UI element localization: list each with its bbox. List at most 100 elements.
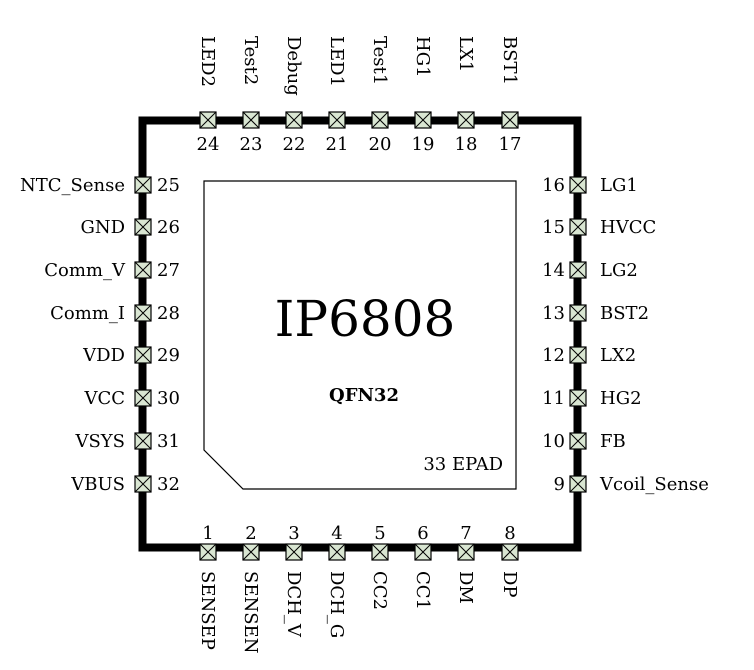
exposed-pad-outline xyxy=(203,180,517,490)
pin-pad-20 xyxy=(371,111,389,129)
pin-number-16: 16 xyxy=(542,175,565,196)
pin-number-1: 1 xyxy=(202,523,213,544)
pin-label-20: Test1 xyxy=(369,36,390,85)
pin-label-9: Vcoil_Sense xyxy=(599,474,709,495)
pin-pad-32 xyxy=(134,475,152,493)
pin-label-26: GND xyxy=(80,217,125,238)
pin-pad-9 xyxy=(569,475,587,493)
pin-pad-27 xyxy=(134,261,152,279)
pin-pad-21 xyxy=(328,111,346,129)
pin-number-11: 11 xyxy=(542,388,565,409)
pin-pad-31 xyxy=(134,432,152,450)
pin-label-22: Debug xyxy=(283,36,304,96)
pin-number-6: 6 xyxy=(417,523,428,544)
pin-label-6: CC1 xyxy=(412,571,433,610)
pin-number-19: 19 xyxy=(412,134,435,155)
pin-pad-12 xyxy=(569,346,587,364)
pin-number-32: 32 xyxy=(157,474,180,495)
pin-number-3: 3 xyxy=(288,523,299,544)
pin-number-26: 26 xyxy=(157,217,180,238)
pin-label-3: DCH_V xyxy=(283,571,304,638)
pin-label-27: Comm_V xyxy=(44,260,126,281)
pin-number-8: 8 xyxy=(504,523,515,544)
pin-label-23: Test2 xyxy=(240,36,261,85)
pin-number-13: 13 xyxy=(542,303,565,324)
pin-pad-6 xyxy=(414,543,432,561)
pin-pad-24 xyxy=(199,111,217,129)
pin-label-31: VSYS xyxy=(74,431,125,452)
package-outline xyxy=(138,116,582,552)
pin-number-5: 5 xyxy=(374,523,385,544)
pin-number-30: 30 xyxy=(157,388,180,409)
pin-number-12: 12 xyxy=(542,345,565,366)
pin-label-28: Comm_I xyxy=(50,303,125,324)
pin-pad-2 xyxy=(242,543,260,561)
pin-number-29: 29 xyxy=(157,345,180,366)
pin-pad-28 xyxy=(134,304,152,322)
pin-pad-19 xyxy=(414,111,432,129)
pin-label-18: LX1 xyxy=(455,36,476,72)
pin-label-10: FB xyxy=(600,431,626,452)
pin-pad-17 xyxy=(501,111,519,129)
pin-label-1: SENSEP xyxy=(197,571,218,650)
pin-number-10: 10 xyxy=(542,431,565,452)
pin-label-4: DCH_G xyxy=(326,571,347,638)
pin-pad-4 xyxy=(328,543,346,561)
pin-label-13: BST2 xyxy=(600,303,649,324)
pin-label-16: LG1 xyxy=(600,175,638,196)
pin-label-7: DM xyxy=(455,571,476,604)
pin-label-12: LX2 xyxy=(600,345,636,366)
pin-number-24: 24 xyxy=(197,134,220,155)
pin-label-5: CC2 xyxy=(369,571,390,610)
pin-pad-11 xyxy=(569,389,587,407)
pin-number-22: 22 xyxy=(283,134,306,155)
pin-number-25: 25 xyxy=(157,175,180,196)
pin-pad-10 xyxy=(569,432,587,450)
pin-number-23: 23 xyxy=(240,134,263,155)
pin-label-30: VCC xyxy=(83,388,125,409)
pin-label-14: LG2 xyxy=(600,260,638,281)
pin-label-19: HG1 xyxy=(412,36,433,78)
epad-label: 33 EPAD xyxy=(423,454,503,475)
pin-number-21: 21 xyxy=(326,134,349,155)
pin-pad-14 xyxy=(569,261,587,279)
pin-pad-13 xyxy=(569,304,587,322)
pin-number-18: 18 xyxy=(455,134,478,155)
pin-pad-23 xyxy=(242,111,260,129)
pin-number-9: 9 xyxy=(554,474,565,495)
pin-label-15: HVCC xyxy=(600,217,656,238)
pin-pad-29 xyxy=(134,346,152,364)
chip-package: QFN32 xyxy=(329,385,399,406)
pin-label-11: HG2 xyxy=(600,388,642,409)
pin-pad-8 xyxy=(501,543,519,561)
pin-number-17: 17 xyxy=(499,134,522,155)
pin-pad-22 xyxy=(285,111,303,129)
pin-pad-7 xyxy=(457,543,475,561)
pin-number-7: 7 xyxy=(460,523,471,544)
pin-pad-26 xyxy=(134,218,152,236)
pin-label-32: VBUS xyxy=(70,474,125,495)
pin-pad-16 xyxy=(569,176,587,194)
pin-number-14: 14 xyxy=(542,260,565,281)
pin-label-21: LED1 xyxy=(326,36,347,87)
pin-label-25: NTC_Sense xyxy=(20,175,125,196)
pin-pad-3 xyxy=(285,543,303,561)
pin-number-15: 15 xyxy=(542,217,565,238)
pin-number-28: 28 xyxy=(157,303,180,324)
pin-label-17: BST1 xyxy=(499,36,520,85)
pin-number-31: 31 xyxy=(157,431,180,452)
pin-pad-1 xyxy=(199,543,217,561)
pin-label-24: LED2 xyxy=(197,36,218,87)
pin-number-27: 27 xyxy=(157,260,180,281)
pin-number-2: 2 xyxy=(245,523,256,544)
pin-number-4: 4 xyxy=(331,523,342,544)
chip-name: IP6808 xyxy=(275,290,456,348)
pin-pad-18 xyxy=(457,111,475,129)
pin-label-8: DP xyxy=(499,571,520,598)
pin-pad-25 xyxy=(134,176,152,194)
pin-label-2: SENSEN xyxy=(240,571,261,653)
pin-pad-30 xyxy=(134,389,152,407)
pin-number-20: 20 xyxy=(369,134,392,155)
